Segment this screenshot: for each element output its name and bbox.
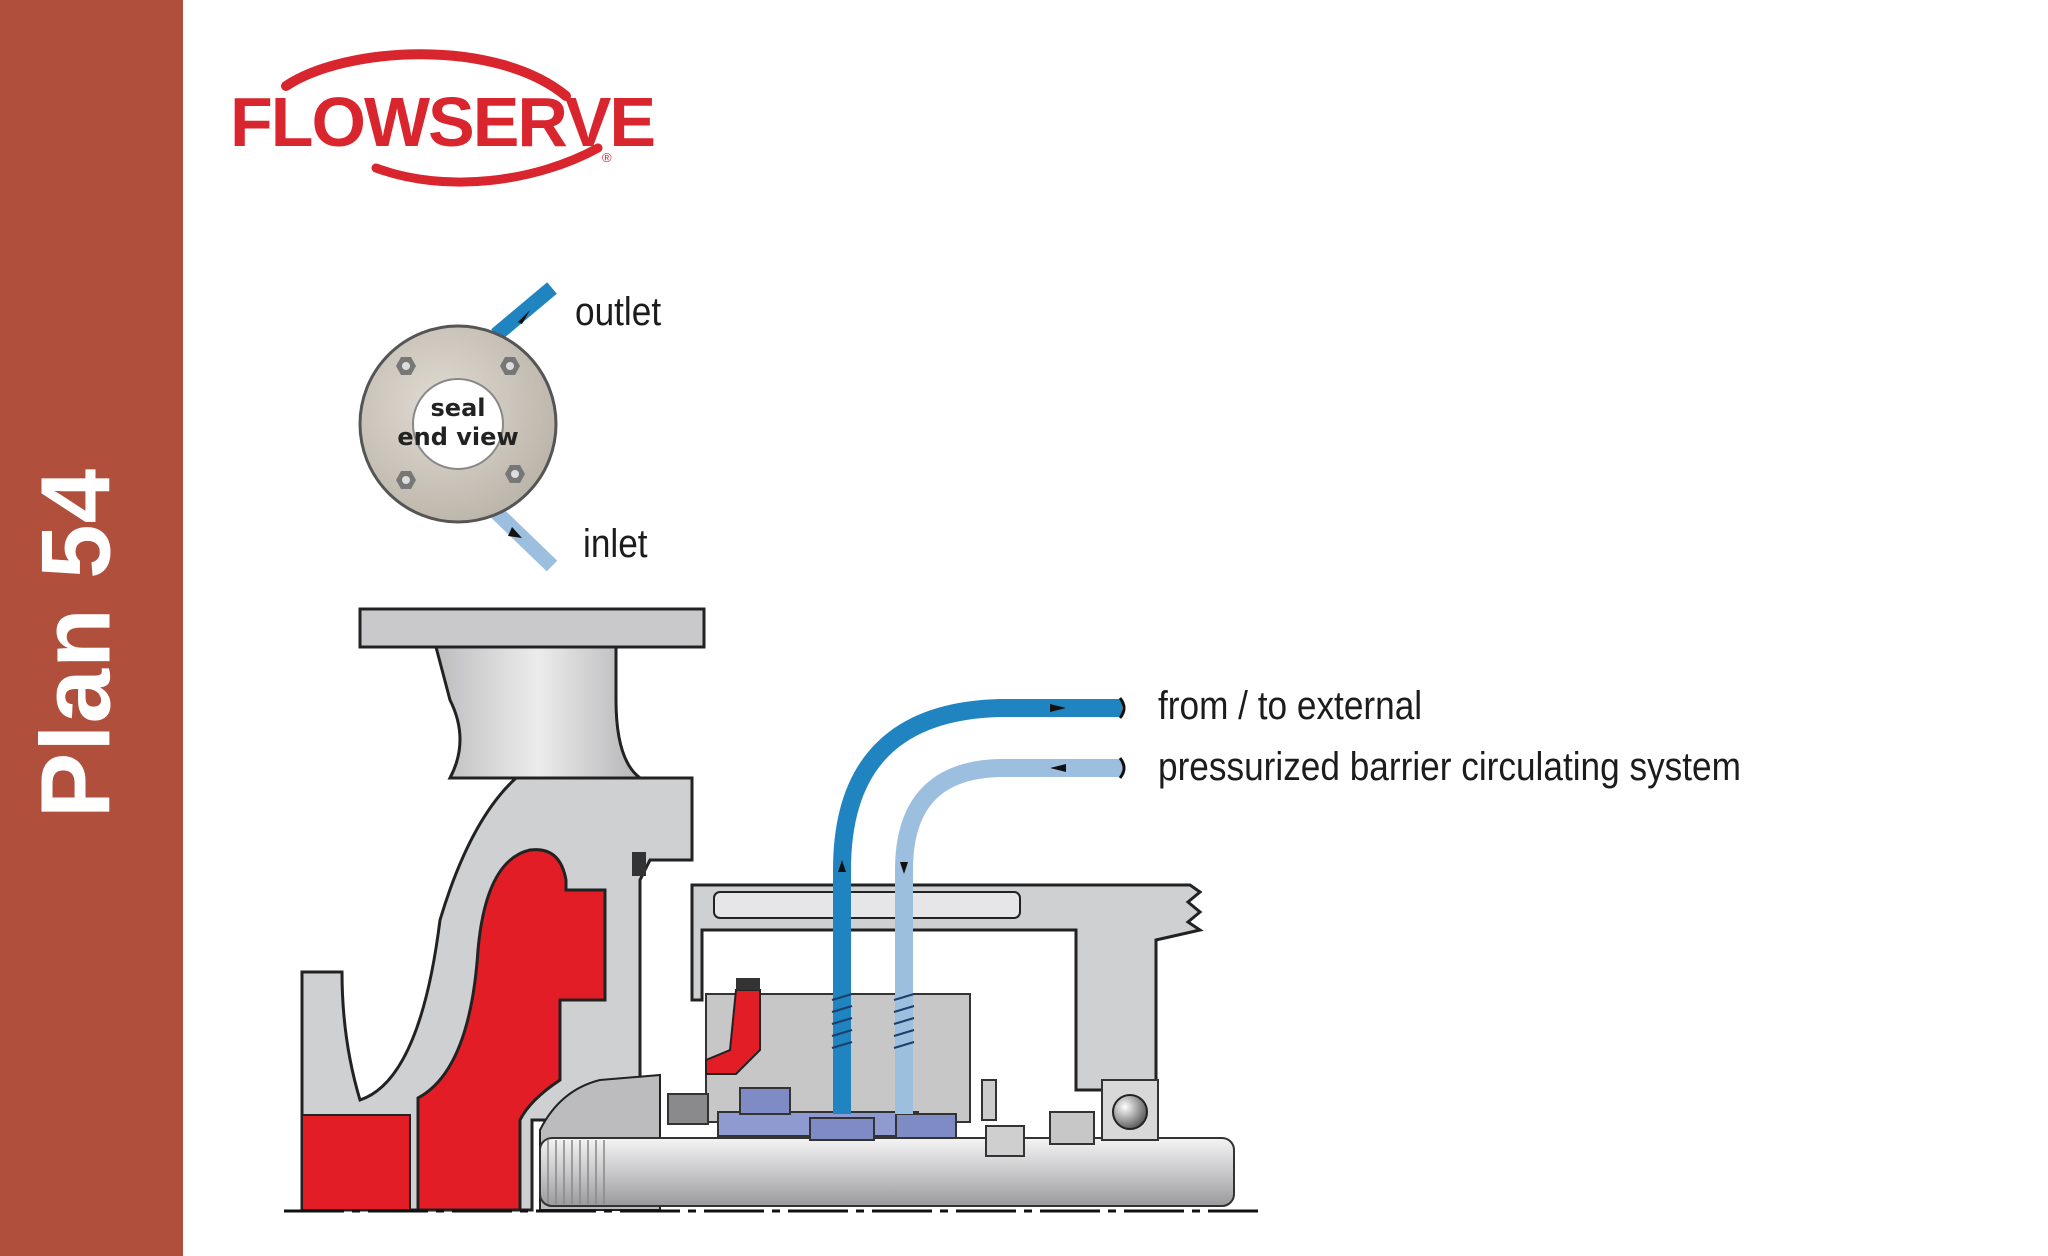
inlet-barrier-tube: [895, 759, 1122, 1114]
discharge-flange: [358, 607, 706, 649]
seal-end-view: [358, 282, 558, 572]
tube-end-icon: [1118, 697, 1126, 719]
seal-label-line2: end view: [397, 423, 519, 451]
outlet-arrow-icon: [518, 310, 530, 324]
impeller: [416, 848, 607, 1212]
discharge-nozzle: [434, 645, 645, 780]
flow-in-arrow-icon: [1050, 764, 1066, 772]
external-label-line1: from / to external: [1158, 684, 1423, 728]
down-arrow-icon: [900, 862, 908, 874]
bolt-icon: [505, 465, 525, 483]
flowserve-logo: ® FLOWSERVE: [226, 44, 656, 194]
logo-wordmark: FLOWSERVE: [230, 83, 656, 161]
bearing-frame: [690, 883, 1204, 1092]
inlet-tube: [490, 506, 558, 572]
tube-end-icon: [1118, 757, 1126, 779]
seal-spring-red: [705, 989, 761, 1075]
wear-ring: [632, 852, 646, 876]
shaft-threads: [547, 1140, 605, 1204]
outlet-label: outlet: [575, 290, 662, 334]
up-arrow-icon: [838, 860, 846, 872]
logo-swoosh-icon: ®: [281, 49, 612, 187]
shaft-bore: [412, 378, 504, 470]
seal-label-line1: seal: [430, 394, 486, 422]
registered-mark: ®: [602, 150, 612, 165]
external-label-line2: pressurized barrier circulating system: [1158, 745, 1741, 789]
bolt-icon: [396, 357, 416, 375]
inlet-label: inlet: [583, 522, 648, 566]
inlet-arrow-icon: [508, 527, 522, 538]
bolt-icon: [500, 357, 520, 375]
bolt-icon: [396, 471, 416, 489]
frame-window: [713, 891, 1021, 919]
outlet-barrier-tube: [833, 699, 1122, 1114]
shaft: [539, 1137, 1235, 1207]
tube-coil: [831, 993, 915, 1049]
casing-red-band: [301, 1114, 411, 1211]
bearing: [1049, 1079, 1159, 1145]
flow-out-arrow-icon: [1050, 704, 1066, 712]
pump-casing: [300, 607, 706, 1212]
bearing-ball: [1112, 1094, 1148, 1130]
sidebar: Plan 54: [0, 0, 183, 1256]
outlet-tube: [491, 282, 557, 341]
